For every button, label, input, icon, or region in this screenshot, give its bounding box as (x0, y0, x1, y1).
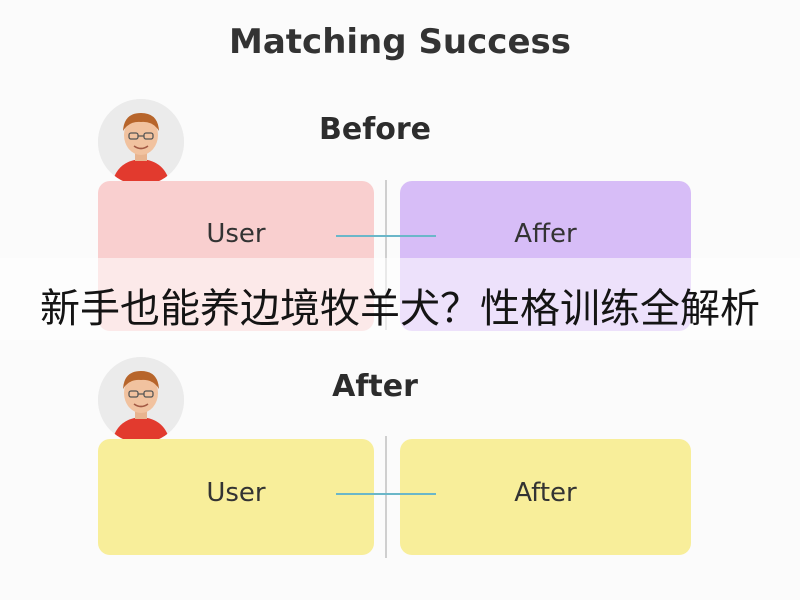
person-avatar-icon (98, 99, 184, 185)
before-avatar (98, 99, 184, 185)
after-divider (385, 436, 387, 558)
after-after-label: After (514, 478, 577, 508)
page-title: Matching Success (229, 22, 571, 62)
before-affer-label: Affer (514, 219, 577, 249)
after-after-card: After (400, 439, 691, 555)
before-user-label: User (206, 219, 266, 249)
before-connector-line (336, 235, 436, 237)
after-user-label: User (206, 478, 266, 508)
before-section-title: Before (318, 112, 432, 147)
caption-band (0, 258, 800, 340)
overlay-caption: 新手也能养边境牧羊犬？性格训练全解析 (40, 286, 760, 332)
after-section-title: After (332, 369, 418, 404)
before-divider (385, 180, 387, 330)
after-user-card: User (98, 439, 374, 555)
after-connector-line (336, 493, 436, 495)
person-avatar-icon (98, 357, 184, 443)
after-avatar (98, 357, 184, 443)
